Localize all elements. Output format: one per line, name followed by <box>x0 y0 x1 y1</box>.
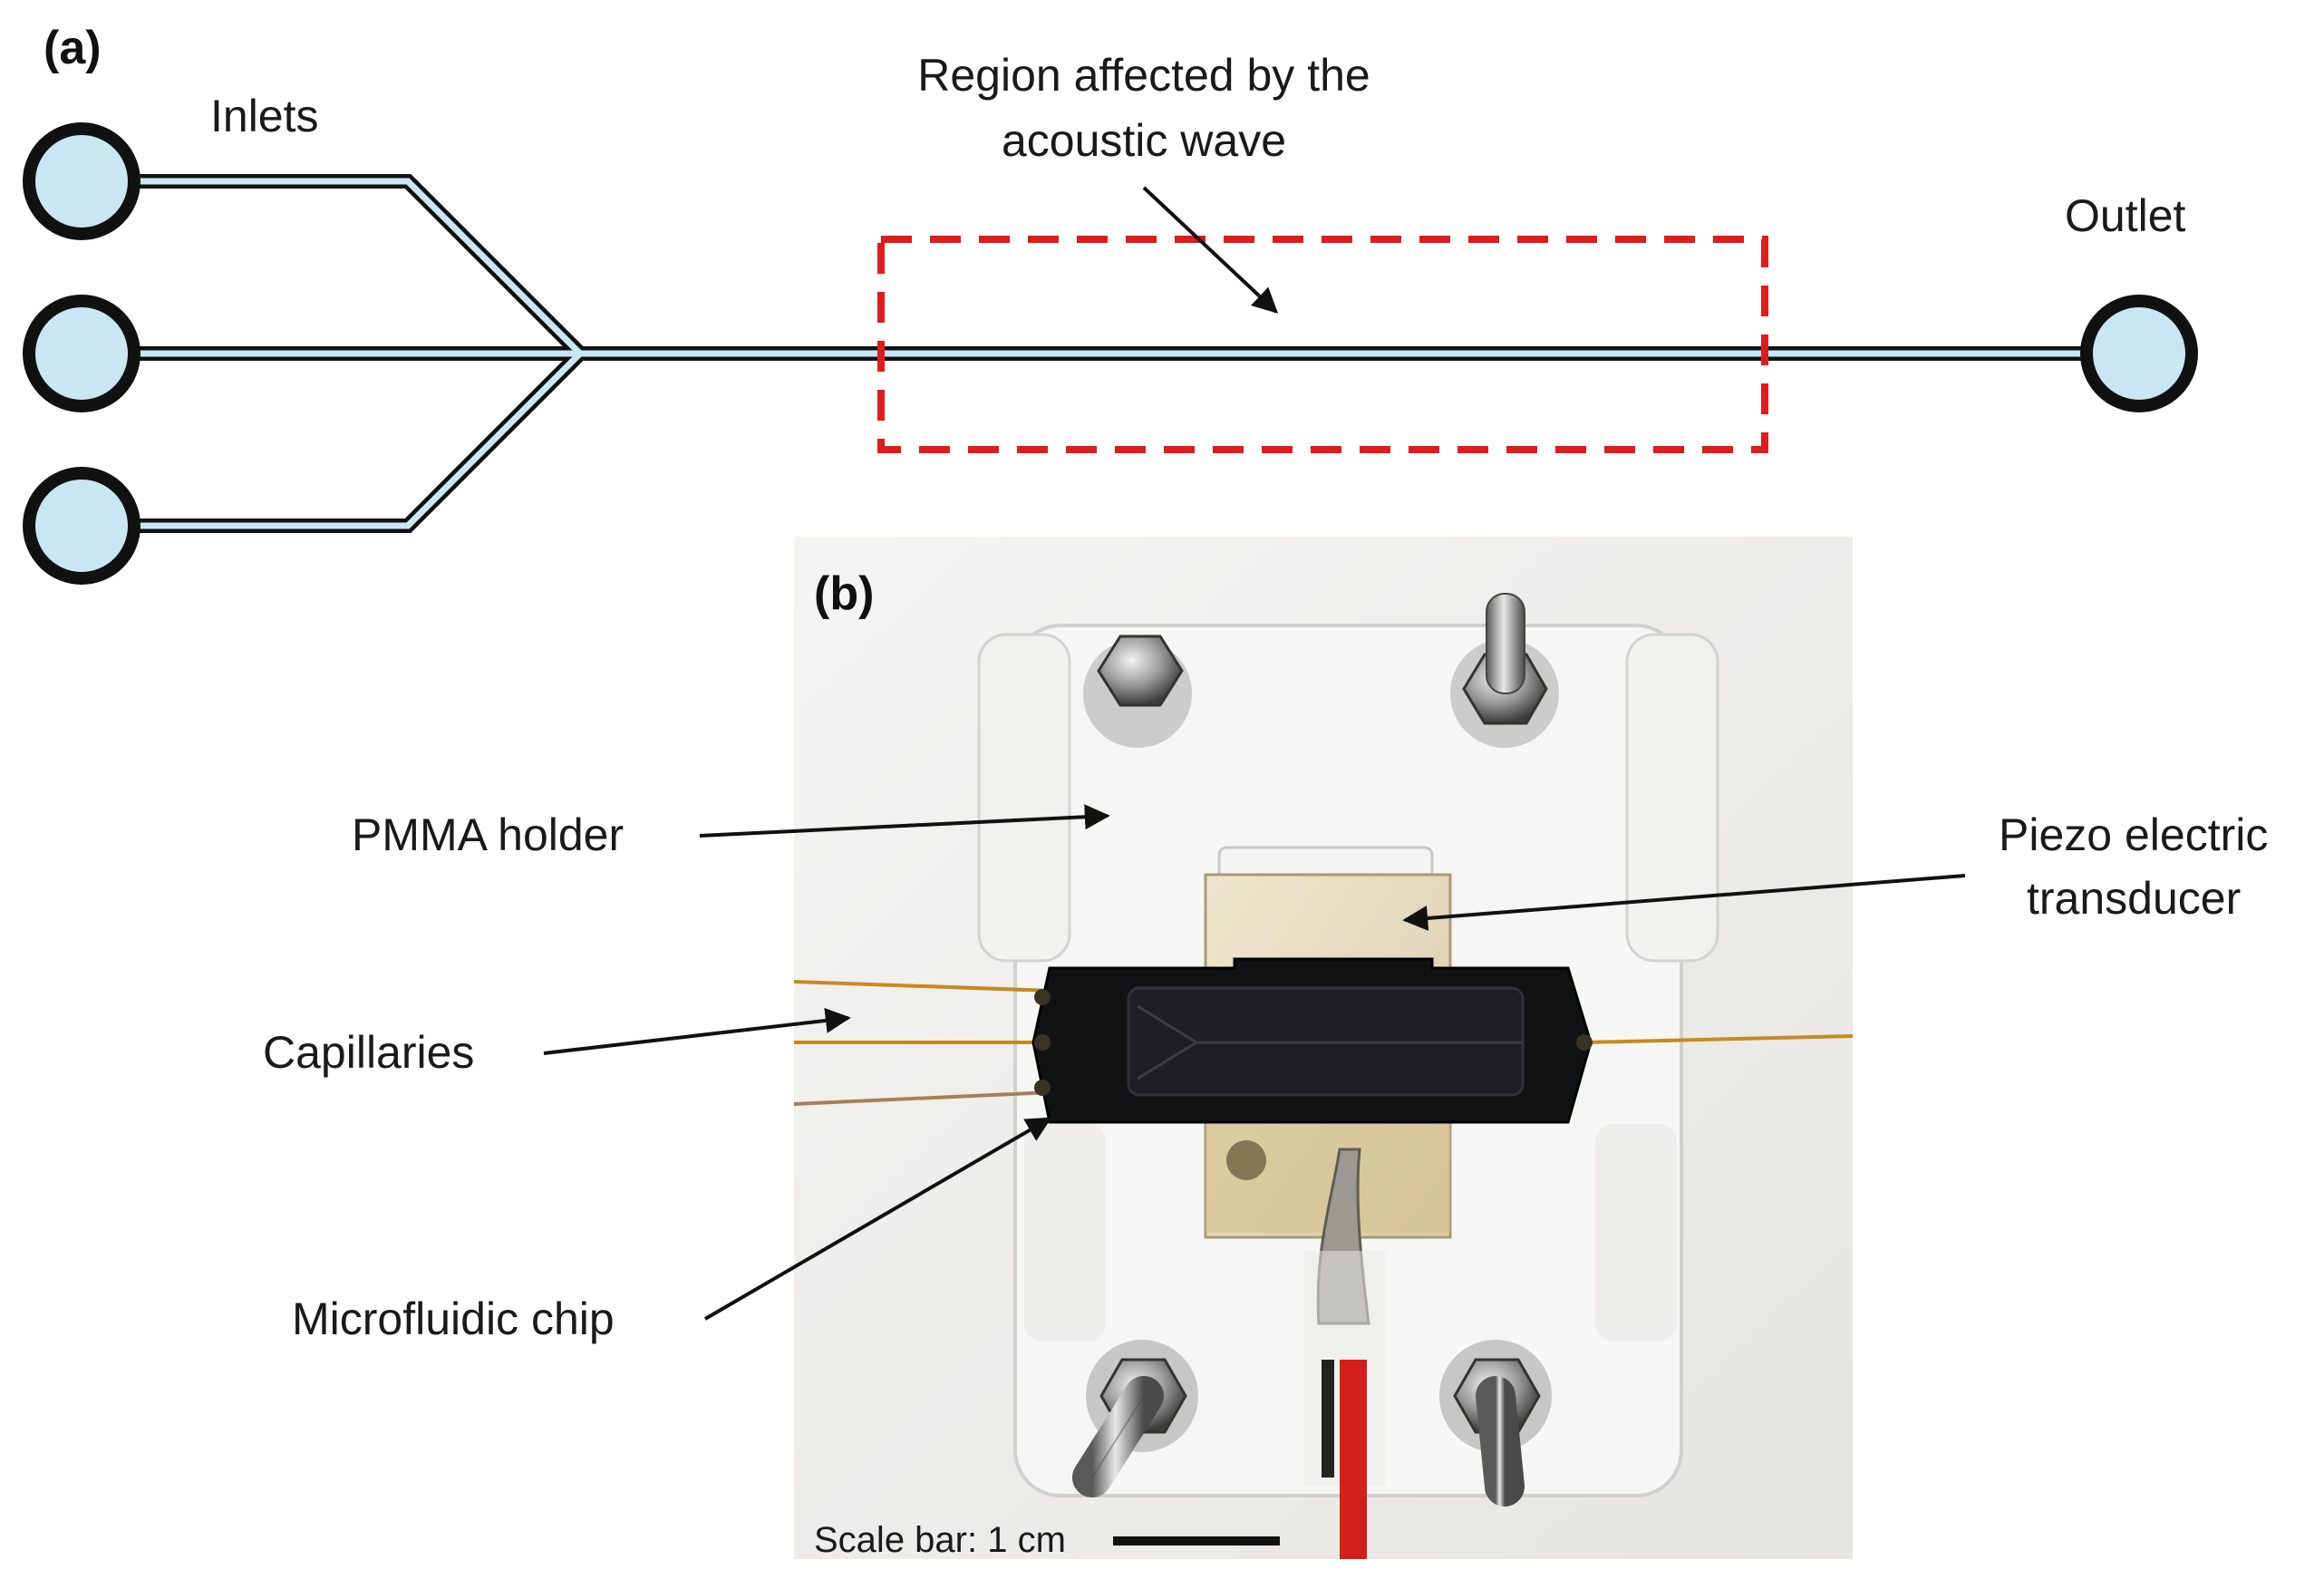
capillaries-arrow <box>543 1007 851 1055</box>
pmma-holder-label: PMMA holder <box>352 809 624 860</box>
outlet-port <box>2080 295 2198 412</box>
pmma-holder-arrow <box>699 804 1110 838</box>
channel-network <box>82 174 2139 533</box>
region-arrow <box>1142 186 1279 314</box>
panel-b-letter: (b) <box>814 567 874 620</box>
piezo-label-line1: Piezo electric <box>1999 809 2268 860</box>
microfluidic-chip-label: Microfluidic chip <box>292 1293 615 1344</box>
bolt-bottom-left <box>1072 1340 1198 1497</box>
region-label-line2: acoustic wave <box>1002 115 1286 166</box>
inlets-label: Inlets <box>210 91 319 141</box>
panel-a-letter: (a) <box>44 22 102 74</box>
region-label-line1: Region affected by the <box>917 50 1370 101</box>
inlet-port-top <box>23 122 140 240</box>
capillaries-label: Capillaries <box>263 1027 474 1078</box>
piezo-label-line2: transducer <box>2027 873 2241 924</box>
scale-bar-label: Scale bar: 1 cm <box>814 1520 1066 1560</box>
piezo-arrow <box>1402 874 1966 931</box>
inlet-port-bottom <box>23 467 140 585</box>
capillaries <box>793 980 1854 1106</box>
panel-b-photo: (b) Scale bar: 1 cm <box>793 537 1854 1560</box>
outlet-label: Outlet <box>2065 190 2186 241</box>
bolt-top-right <box>1450 593 1559 748</box>
microfluidic-chip-arrow <box>703 1117 1052 1321</box>
inlet-port-middle <box>23 295 140 412</box>
panel-b-callouts: PMMA holder Piezo electric transducer Ca… <box>263 804 2268 1344</box>
bolt-top-left <box>1083 635 1192 748</box>
wire-bundle <box>1303 1148 1385 1559</box>
acoustic-region-box <box>877 236 1768 453</box>
bolt-bottom-right <box>1439 1340 1552 1507</box>
panel-a-schematic: (a) Inlets Outlet Region affected by the… <box>23 22 2198 585</box>
microfluidic-chip <box>1031 957 1593 1124</box>
